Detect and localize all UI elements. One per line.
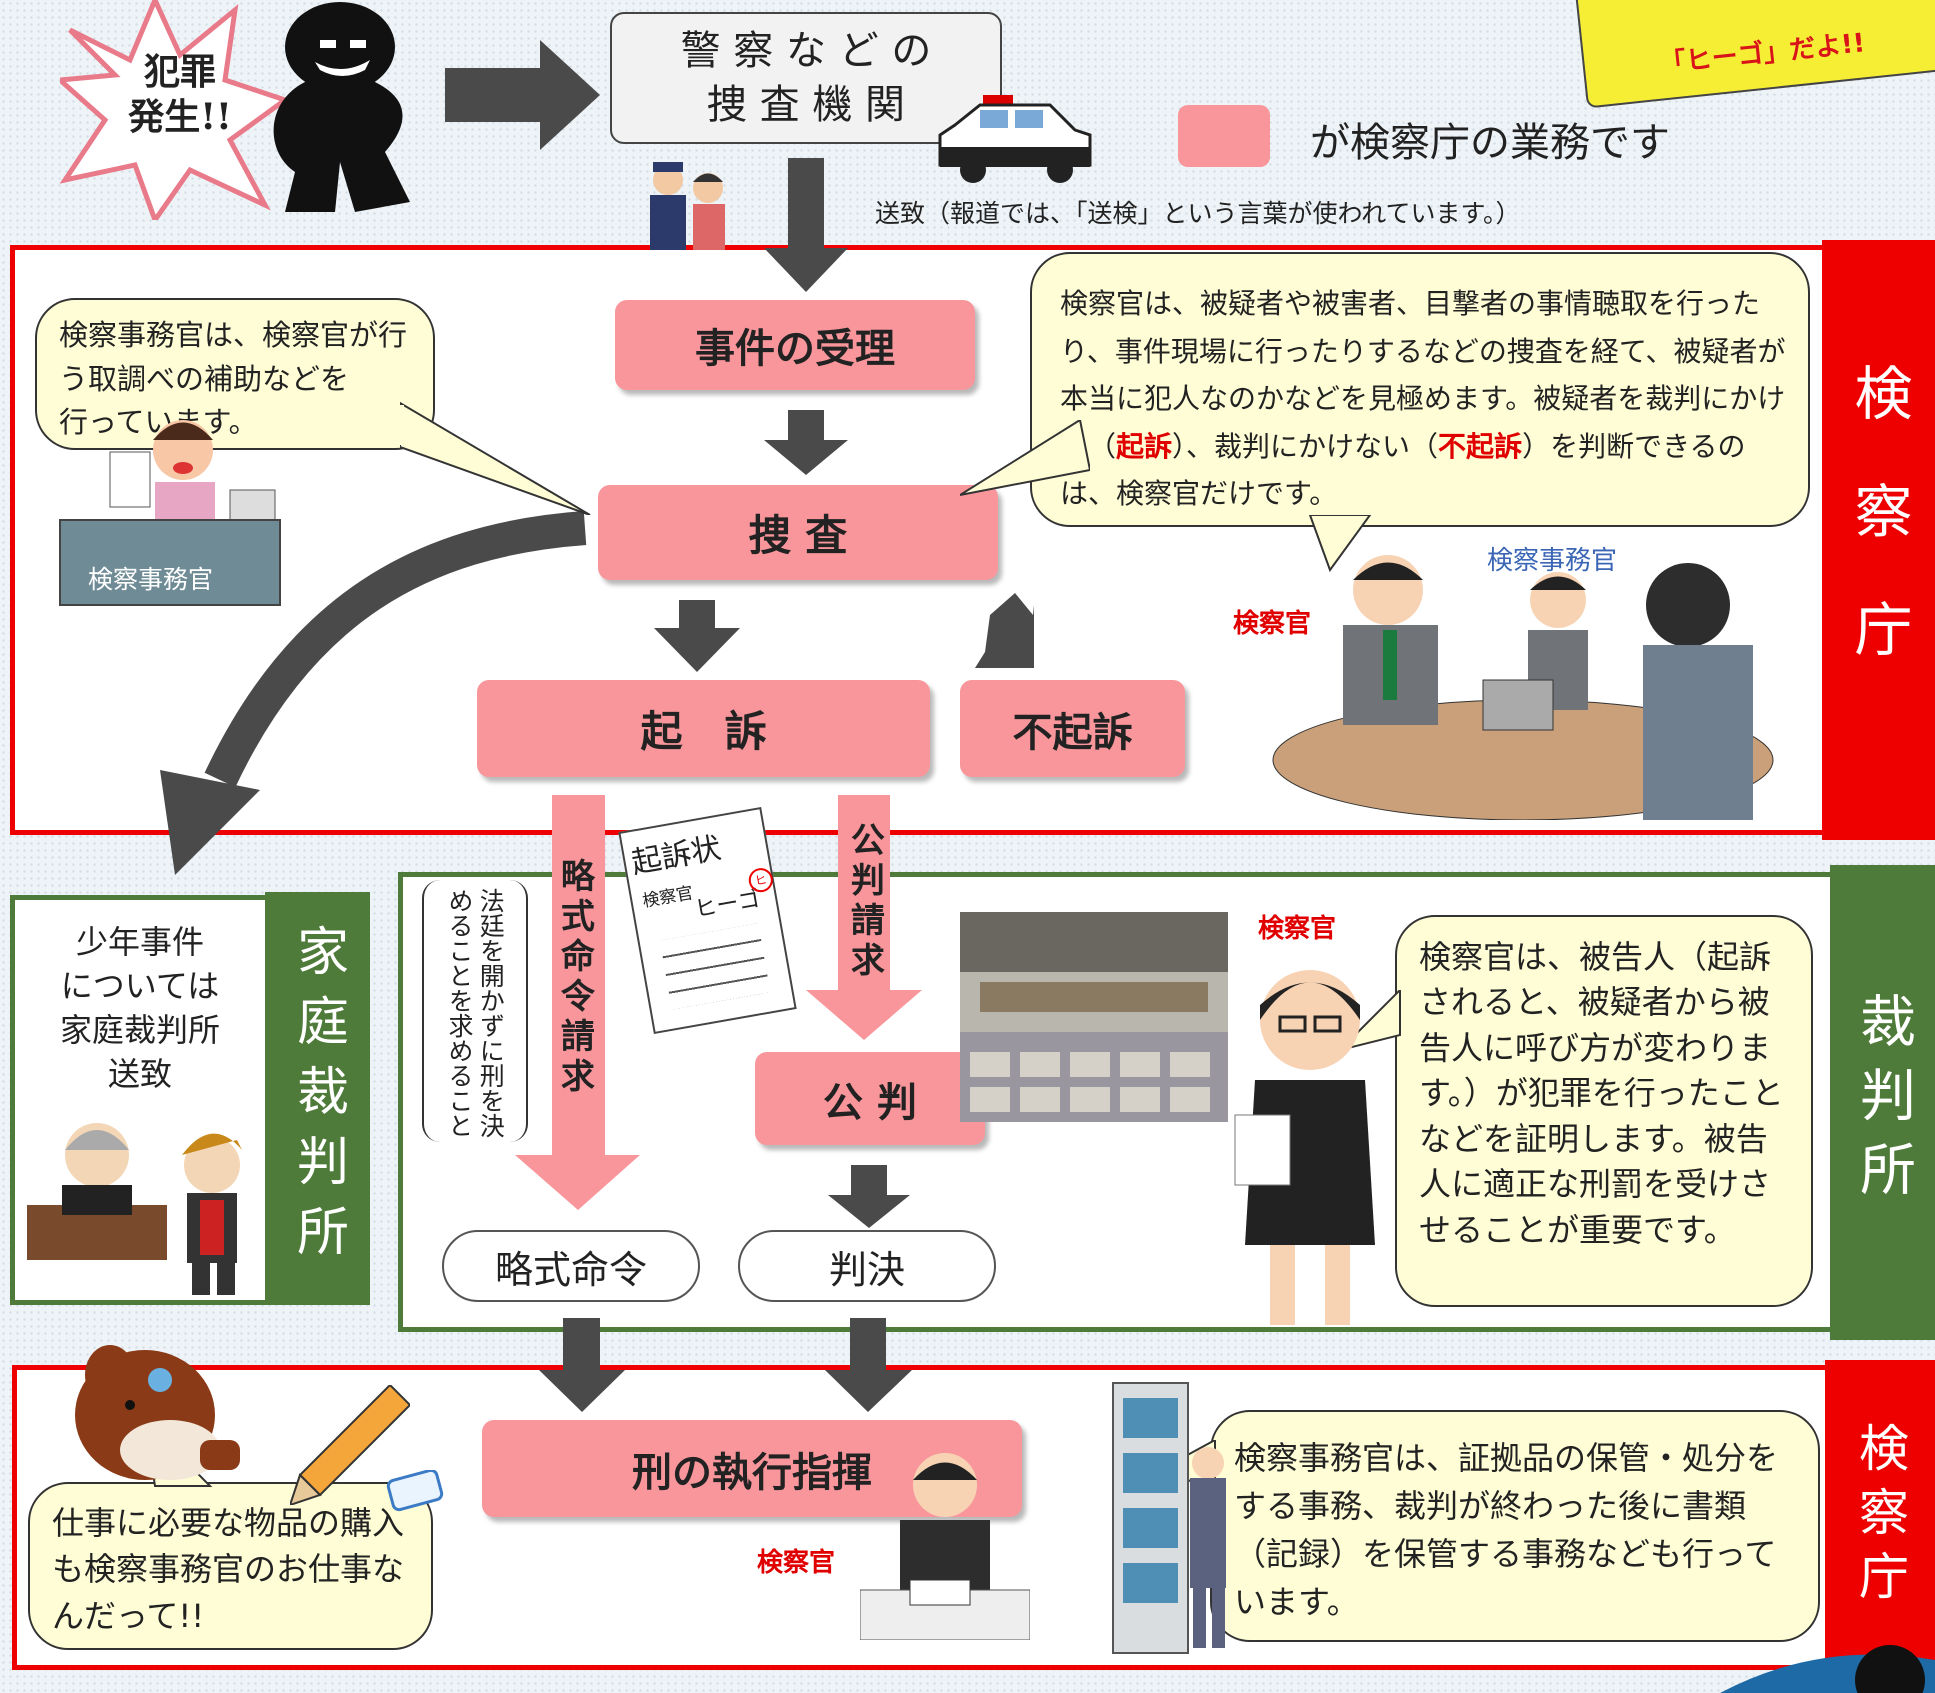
summary-order-pill: 略式命令 <box>442 1230 700 1302</box>
legend-text: が検察庁の業務です <box>1310 120 1670 166</box>
arrow-judgment-to-execution <box>825 1318 912 1412</box>
prosecutor-side-label-bottom: 検察庁 <box>1825 1360 1935 1675</box>
indictment-doc-role: 検察官 <box>641 883 695 912</box>
police-box: 警 察 な ど の 捜 査 機 関 <box>610 12 1002 144</box>
interrogation-scene-icon <box>1272 555 1774 820</box>
family-court-text: 少年事件 については 家庭裁判所 送致 <box>59 923 220 1094</box>
clerk-desk-icon <box>59 420 281 606</box>
police-officer-suspect-icon <box>650 162 725 250</box>
investigation-box: 捜 査 <box>598 485 998 580</box>
arrow-trial-to-judgment <box>828 1165 910 1228</box>
trial-request-label: 公判請求 <box>844 822 885 982</box>
bubble-prosecutor-investigation-tail2 <box>1308 515 1372 573</box>
eraser-icon <box>386 1470 444 1512</box>
trial-box: 公 判 <box>755 1052 985 1145</box>
crime-burst-text: 犯罪 発生!! <box>128 51 232 138</box>
indictment-doc-title: 起訴状 <box>628 830 724 881</box>
prosecutor-desk-icon <box>860 1453 1030 1640</box>
burst-shape <box>60 0 290 220</box>
receipt-box: 事件の受理 <box>615 300 975 390</box>
bubble-clerk-assist: 検察事務官は、検察官が行う取調べの補助などを 行っています。 <box>35 298 435 450</box>
bubble-clerk-assist-tail <box>400 401 591 515</box>
transfer-note: 送致（報道では、「送検」という言葉が使われています。） <box>875 199 1521 228</box>
police-car-icon <box>938 95 1092 183</box>
bubble-prosecutor-trial: 検察官は、被告人（起訴されると、被疑者から被告人に呼び方が変わります。）が犯罪を… <box>1395 915 1813 1307</box>
arrow-summary-request <box>515 795 640 1210</box>
prosecutor-label-1: 検察官 <box>1233 609 1312 639</box>
clerk-desk-label: 検察事務官 <box>88 565 214 594</box>
legend-swatch <box>1178 105 1270 167</box>
arrow-crime-to-police <box>445 40 600 150</box>
arrow-receipt-to-investigation <box>764 410 848 475</box>
mascot-horse-icon <box>75 1345 240 1480</box>
criminal-icon <box>273 2 410 212</box>
arrow-investigation-to-indictment <box>654 600 740 672</box>
clerk-label-1: 検察事務官 <box>1487 546 1618 576</box>
summary-request-label: 略式命令請求 <box>554 858 595 1098</box>
bubble-prosecutor-investigation-tail <box>960 420 1090 496</box>
arrow-trial-request <box>806 795 922 1040</box>
police-box-text: 警 察 な ど の 捜 査 機 関 <box>680 28 932 128</box>
prosecutor-label-3: 検察官 <box>757 1548 836 1578</box>
arrow-summary-to-execution <box>539 1318 625 1412</box>
family-court-side-label: 家庭裁判所 <box>265 892 370 1305</box>
crime-burst: 犯罪 発生!! <box>60 0 290 220</box>
courtroom-photo <box>960 912 1228 1122</box>
judge-and-youth-icon <box>27 1123 242 1295</box>
arrow-investigation-to-non-indictment <box>975 593 1034 668</box>
sticky-note-text: 「ヒーゴ」だよ!! <box>1658 28 1867 80</box>
summary-request-note: 法廷を開かずに刑を決めることを求めること <box>422 880 528 1142</box>
court-side-label: 裁判所 <box>1830 865 1935 1340</box>
non-indictment-box: 不起訴 <box>960 680 1185 777</box>
evidence-storage-icon <box>1112 1382 1226 1654</box>
indictment-box: 起 訴 <box>477 680 930 777</box>
prosecutor-side-label-top: 検察庁 <box>1822 240 1935 840</box>
arrow-police-to-receipt <box>764 158 848 292</box>
judgment-pill: 判決 <box>738 1230 996 1302</box>
bubble-prosecutor-investigation: 検察官は、被疑者や被害者、目撃者の事情聴取を行ったり、事件現場に行ったりするなど… <box>1030 252 1810 527</box>
arrow-investigation-to-family-court <box>204 511 587 788</box>
indictment-doc-lines <box>659 923 771 1010</box>
female-prosecutor-icon <box>1234 970 1375 1325</box>
pencil-icon <box>290 1385 410 1505</box>
bubble-mascot-purchase: 仕事に必要な物品の購入も検察事務官のお仕事なんだって!! <box>28 1482 433 1650</box>
prosecutor-label-2: 検察官 <box>1258 914 1337 944</box>
mascot-partial-icon <box>1720 1645 1935 1693</box>
bubble-clerk-evidence: 検察事務官は、証拠品の保管・処分をする事務、裁判が終わった後に書類（記録）を保管… <box>1210 1410 1820 1642</box>
